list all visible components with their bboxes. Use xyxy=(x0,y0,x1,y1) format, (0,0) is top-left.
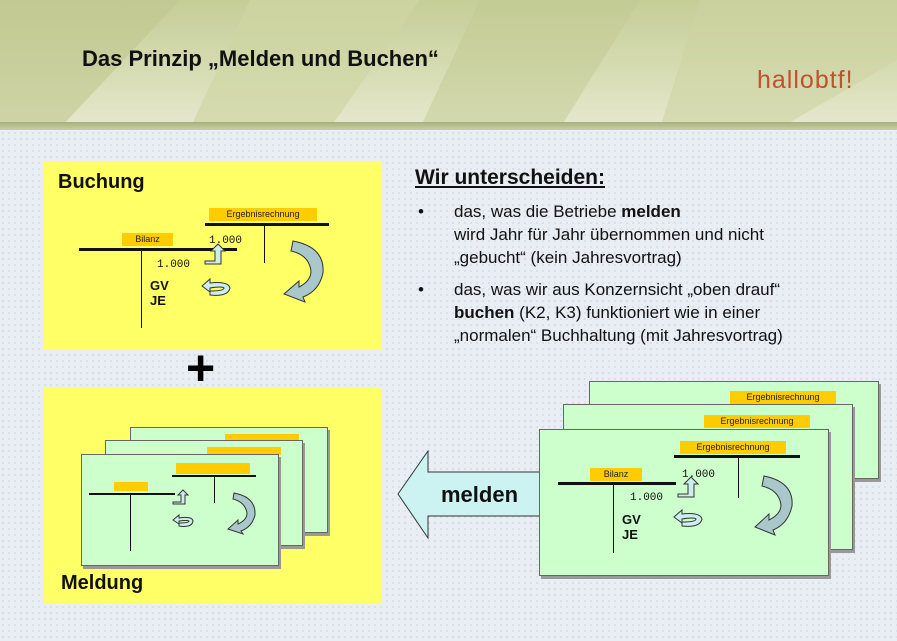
stack-middle-ergebnis-tag: Ergebnisrechnung xyxy=(704,415,810,428)
ergebnis-account-divider xyxy=(264,225,265,263)
stack-ergebnis-divider xyxy=(738,458,739,498)
b2-line1: das, was wir aus Konzernsicht „oben drau… xyxy=(454,280,780,299)
b1-bold-melden: melden xyxy=(621,202,681,221)
small-curved-arrow-icon xyxy=(201,277,231,296)
stack-large-curved-arrow-icon xyxy=(754,475,793,536)
melden-arrow-label: melden xyxy=(441,482,519,507)
hallobtf-logo: hallobtf! xyxy=(757,66,854,94)
front-small-curved-arrow-icon xyxy=(172,513,194,527)
stack-bilanz-tag: Bilanz xyxy=(590,468,642,481)
b2-bold-buchen: buchen xyxy=(454,303,515,322)
front-transfer-arrow-icon xyxy=(172,489,190,505)
amount-left: 1.000 xyxy=(157,259,191,271)
gv-je-label: GV JE xyxy=(150,278,169,308)
ergebnis-account-line xyxy=(205,223,329,226)
bullet-melden-text: das, was die Betriebe melden wird Jahr f… xyxy=(454,200,764,269)
stack-bilanz-line xyxy=(558,482,676,485)
meldung-label: Meldung xyxy=(61,572,144,594)
meldung-panel: Meldung xyxy=(43,388,382,603)
bilanz-account-divider xyxy=(141,250,142,328)
stack-gv-text: GV xyxy=(622,512,641,527)
front-ergebnis-line xyxy=(172,475,256,477)
slide-title: Das Prinzip „Melden und Buchen“ xyxy=(82,46,439,71)
b1-line3: „gebucht“ (kein Jahresvortrag) xyxy=(454,248,682,267)
b2-line3: „normalen“ Buchhaltung (mit Jahresvortra… xyxy=(454,326,783,345)
bilanz-tag: Bilanz xyxy=(122,233,173,246)
stack-back-ergebnis-tag: Ergebnisrechnung xyxy=(730,391,836,404)
ergebnisrechnung-tag: Ergebnisrechnung xyxy=(209,208,317,221)
stack-gv-je-label: GV JE xyxy=(622,512,641,542)
header-divider xyxy=(0,122,897,130)
front-ergebnis-divider xyxy=(214,477,215,503)
bullet-dot: • xyxy=(418,202,424,221)
stack-small-curved-arrow-icon xyxy=(673,508,703,527)
front-large-curved-arrow-icon xyxy=(227,492,256,535)
middle-card-tag xyxy=(207,447,281,455)
stack-bilanz-divider xyxy=(613,485,614,553)
buchung-label: Buchung xyxy=(58,171,145,193)
back-card-tag xyxy=(225,434,299,442)
header-pattern xyxy=(0,0,897,128)
stack-ergebnis-line xyxy=(674,455,800,458)
stack-je-text: JE xyxy=(622,527,638,542)
bullet-buchen-text: das, was wir aus Konzernsicht „oben drau… xyxy=(454,278,783,347)
stack-transfer-arrow-icon xyxy=(677,476,700,498)
section-heading: Wir unterscheiden: xyxy=(415,166,606,189)
slide-header: Das Prinzip „Melden und Buchen“ hallobtf… xyxy=(0,0,897,128)
plus-operator: + xyxy=(186,340,216,396)
front-bilanz-tag xyxy=(114,482,148,491)
bilanz-account-line xyxy=(79,248,237,251)
stack-amount-left: 1.000 xyxy=(630,492,664,504)
front-bilanz-line xyxy=(89,493,175,495)
meldung-card-front xyxy=(81,454,279,566)
gv-text: GV xyxy=(150,278,169,293)
transfer-arrow-icon xyxy=(204,243,227,265)
stack-card-front: Ergebnisrechnung Bilanz 1.000 1.000 GV J… xyxy=(539,429,829,576)
amount-right: 1.000 xyxy=(209,235,243,247)
b1-line2: wird Jahr für Jahr übernommen und nicht xyxy=(454,225,764,244)
stack-front-ergebnis-tag: Ergebnisrechnung xyxy=(680,441,786,454)
bullet-dot: • xyxy=(418,280,424,299)
large-curved-arrow-icon xyxy=(283,240,324,303)
b2-line2: (K2, K3) funktioniert wie in einer xyxy=(514,303,761,322)
front-ergebnis-tag xyxy=(176,463,250,474)
front-bilanz-divider xyxy=(130,495,131,551)
b1-line1: das, was die Betriebe xyxy=(454,202,622,221)
je-text: JE xyxy=(150,293,166,308)
buchung-panel: Buchung Ergebnisrechnung Bilanz 1.000 1.… xyxy=(43,161,382,350)
